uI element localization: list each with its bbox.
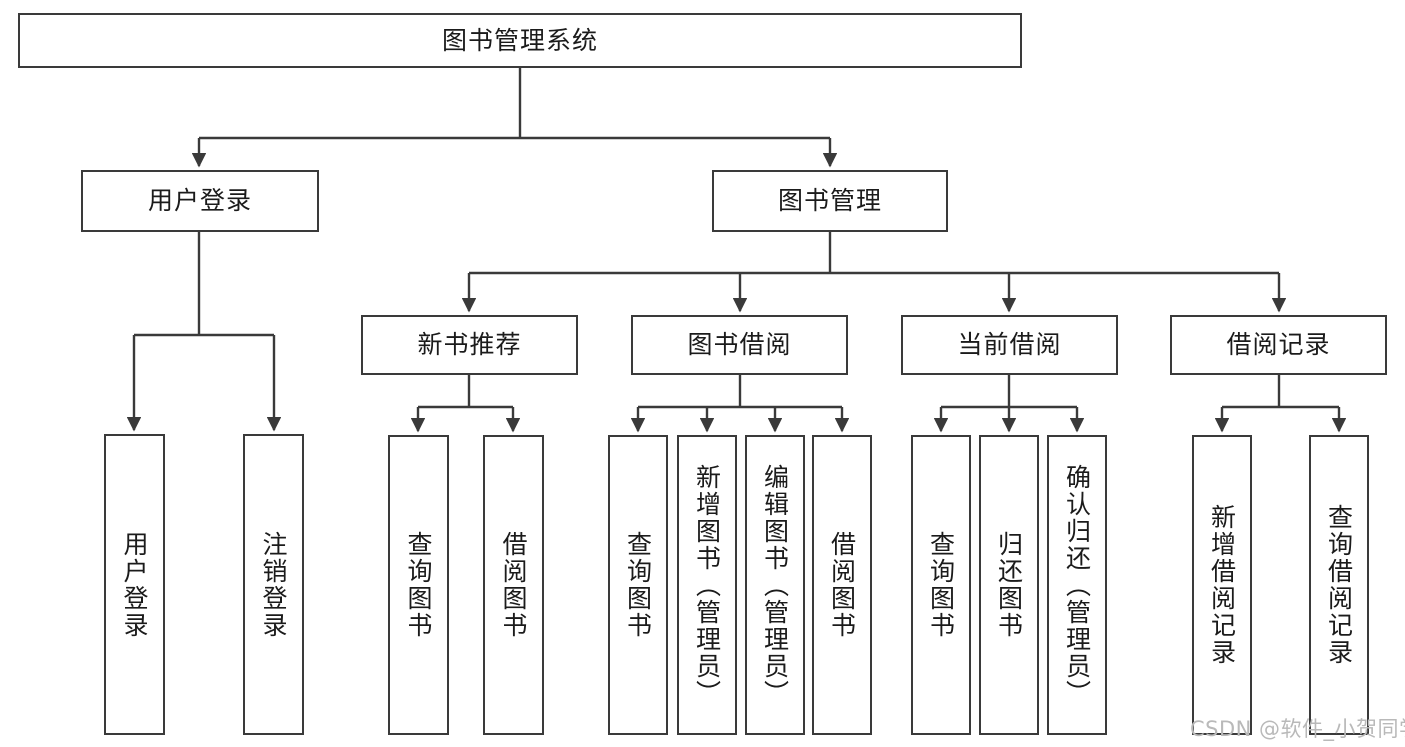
node-leaf-confirm-return-label: 确认归还（管理员） xyxy=(1062,463,1092,707)
node-leaf-borrow-book-2[interactable]: 借阅图书 xyxy=(812,435,872,735)
node-leaf-borrow-book-1-label: 借阅图书 xyxy=(499,531,528,639)
node-borrow-record[interactable]: 借阅记录 xyxy=(1170,315,1387,375)
node-leaf-edit-book[interactable]: 编辑图书（管理员） xyxy=(745,435,805,735)
node-book-borrow-label: 图书借阅 xyxy=(687,330,792,360)
node-user-login-label: 用户登录 xyxy=(147,186,252,216)
node-new-book-rec[interactable]: 新书推荐 xyxy=(361,315,578,375)
csdn-watermark: CSDN @软件_小贺同学 xyxy=(1190,717,1405,741)
node-user-login[interactable]: 用户登录 xyxy=(81,170,319,232)
node-leaf-add-book[interactable]: 新增图书（管理员） xyxy=(677,435,737,735)
node-leaf-edit-book-label: 编辑图书（管理员） xyxy=(760,463,790,707)
node-leaf-add-book-label: 新增图书（管理员） xyxy=(692,463,722,707)
node-leaf-logout[interactable]: 注销登录 xyxy=(243,434,304,735)
node-leaf-borrow-book-2-label: 借阅图书 xyxy=(827,531,857,639)
node-leaf-add-record[interactable]: 新增借阅记录 xyxy=(1192,435,1252,735)
node-leaf-query-book-1-label: 查询图书 xyxy=(404,531,433,639)
node-book-borrow[interactable]: 图书借阅 xyxy=(631,315,848,375)
node-leaf-confirm-return[interactable]: 确认归还（管理员） xyxy=(1047,435,1107,735)
node-leaf-query-record[interactable]: 查询借阅记录 xyxy=(1309,435,1369,735)
node-leaf-query-record-label: 查询借阅记录 xyxy=(1324,504,1354,666)
node-leaf-user-login[interactable]: 用户登录 xyxy=(104,434,165,735)
node-current-borrow[interactable]: 当前借阅 xyxy=(901,315,1118,375)
node-new-book-rec-label: 新书推荐 xyxy=(417,330,522,360)
node-leaf-borrow-book-1[interactable]: 借阅图书 xyxy=(483,435,544,735)
node-leaf-query-book-3[interactable]: 查询图书 xyxy=(911,435,971,735)
node-borrow-record-label: 借阅记录 xyxy=(1226,330,1331,360)
node-leaf-query-book-3-label: 查询图书 xyxy=(926,531,956,639)
node-book-manage-label: 图书管理 xyxy=(777,186,882,216)
node-leaf-logout-label: 注销登录 xyxy=(259,530,288,639)
node-leaf-query-book-2[interactable]: 查询图书 xyxy=(608,435,668,735)
node-leaf-query-book-1[interactable]: 查询图书 xyxy=(388,435,449,735)
node-leaf-return-book[interactable]: 归还图书 xyxy=(979,435,1039,735)
node-leaf-add-record-label: 新增借阅记录 xyxy=(1207,504,1237,666)
node-leaf-query-book-2-label: 查询图书 xyxy=(623,531,653,639)
node-root-label: 图书管理系统 xyxy=(441,25,598,55)
node-book-manage[interactable]: 图书管理 xyxy=(712,170,948,232)
node-leaf-return-book-label: 归还图书 xyxy=(994,531,1024,639)
node-root[interactable]: 图书管理系统 xyxy=(18,13,1022,68)
node-current-borrow-label: 当前借阅 xyxy=(957,330,1062,360)
node-leaf-user-login-label: 用户登录 xyxy=(120,530,149,639)
